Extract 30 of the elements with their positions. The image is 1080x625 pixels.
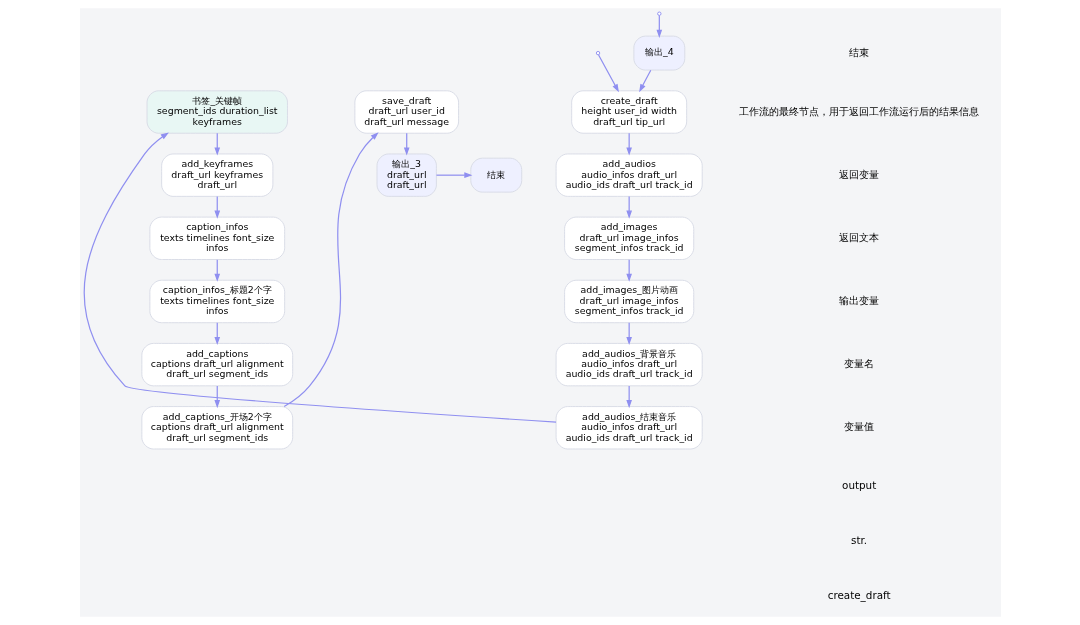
arrow xyxy=(283,132,379,408)
label: 返回变量 xyxy=(838,167,879,180)
node-box: caption_infos_标题2个字 texts timelines font_size infos xyxy=(148,279,285,324)
label: 变量名 xyxy=(843,357,874,370)
label: create_draft xyxy=(827,588,891,601)
node-box: add_captions captions draft_url alignment draft_url segment_ids xyxy=(140,342,293,387)
node-box: add_audios_背景音乐 audio_infos draft_url audio_ids draft_url track_id xyxy=(555,342,703,387)
node-box: 书签_关键帧 segment_ids duration_list keyframes xyxy=(146,90,288,134)
node-box: add_captions_开场2个字 captions draft_url alignment draft_url segment_ids xyxy=(140,406,293,450)
node-box: add_images_图片动画 draft_url image_infos segment_infos track_id xyxy=(563,279,694,324)
label: output xyxy=(841,479,876,492)
arrow xyxy=(638,69,651,93)
node-box: 输出_3 draft_url draft_url xyxy=(376,153,437,197)
node-box: add_keyframes draft_url keyframes draft_url xyxy=(160,153,273,197)
label: 工作流的最终节点，用于返回工作流运行后的结果信息 xyxy=(738,104,979,117)
label: 结束 xyxy=(848,45,869,58)
arrow xyxy=(597,54,619,93)
node-box: 结束 xyxy=(469,157,522,193)
label: 变量值 xyxy=(843,420,874,433)
node-box: save_draft draft_url user_id draft_url message xyxy=(353,90,459,134)
node-box: add_images draft_url image_infos segment_infos track_id xyxy=(563,216,694,260)
label: 输出变量 xyxy=(838,294,879,307)
node-box: 输出_4 xyxy=(632,35,685,71)
node-box: create_draft height user_id width draft_url tip_url xyxy=(570,90,687,134)
label: 返回文本 xyxy=(838,230,879,243)
node-box: add_audios_结束音乐 audio_infos draft_url audio_ids draft_url track_id xyxy=(555,406,703,450)
label: str. xyxy=(850,533,867,546)
node-box: caption_infos texts timelines font_size infos xyxy=(148,216,285,260)
node-box: add_audios audio_infos draft_url audio_ids draft_url track_id xyxy=(555,153,703,197)
arrow xyxy=(435,172,472,178)
